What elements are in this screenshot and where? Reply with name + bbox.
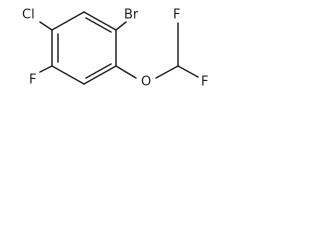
ring-bond-top-right [83, 11, 117, 31]
bond-carbon-to-fluorine-2 [177, 65, 199, 78]
fluorine-top-label: F [173, 8, 180, 23]
bromine-label: Br [124, 8, 139, 23]
chlorine-label: Cl [22, 8, 35, 23]
oxygen-label: O [141, 75, 151, 90]
bond-ring-to-chlorine [39, 21, 53, 31]
bond-ring-to-oxygen [115, 65, 137, 79]
bond-ring-to-bromine [115, 21, 127, 31]
fluorine-ring-label: F [29, 73, 36, 88]
ring-double-bond-bottom-right [85, 63, 112, 79]
bond-oxygen-to-carbon [155, 65, 179, 79]
structure-diagram: Cl Br F O F F [22, 8, 208, 90]
ring-bond-bottom-right [83, 65, 117, 85]
ring-bond-top-left [51, 11, 85, 31]
fluorine-right-label: F [201, 75, 208, 90]
bond-ring-to-fluorine [39, 65, 53, 73]
ring-double-bond-top-right [85, 17, 112, 33]
ring-bond-bottom-left [51, 65, 85, 85]
